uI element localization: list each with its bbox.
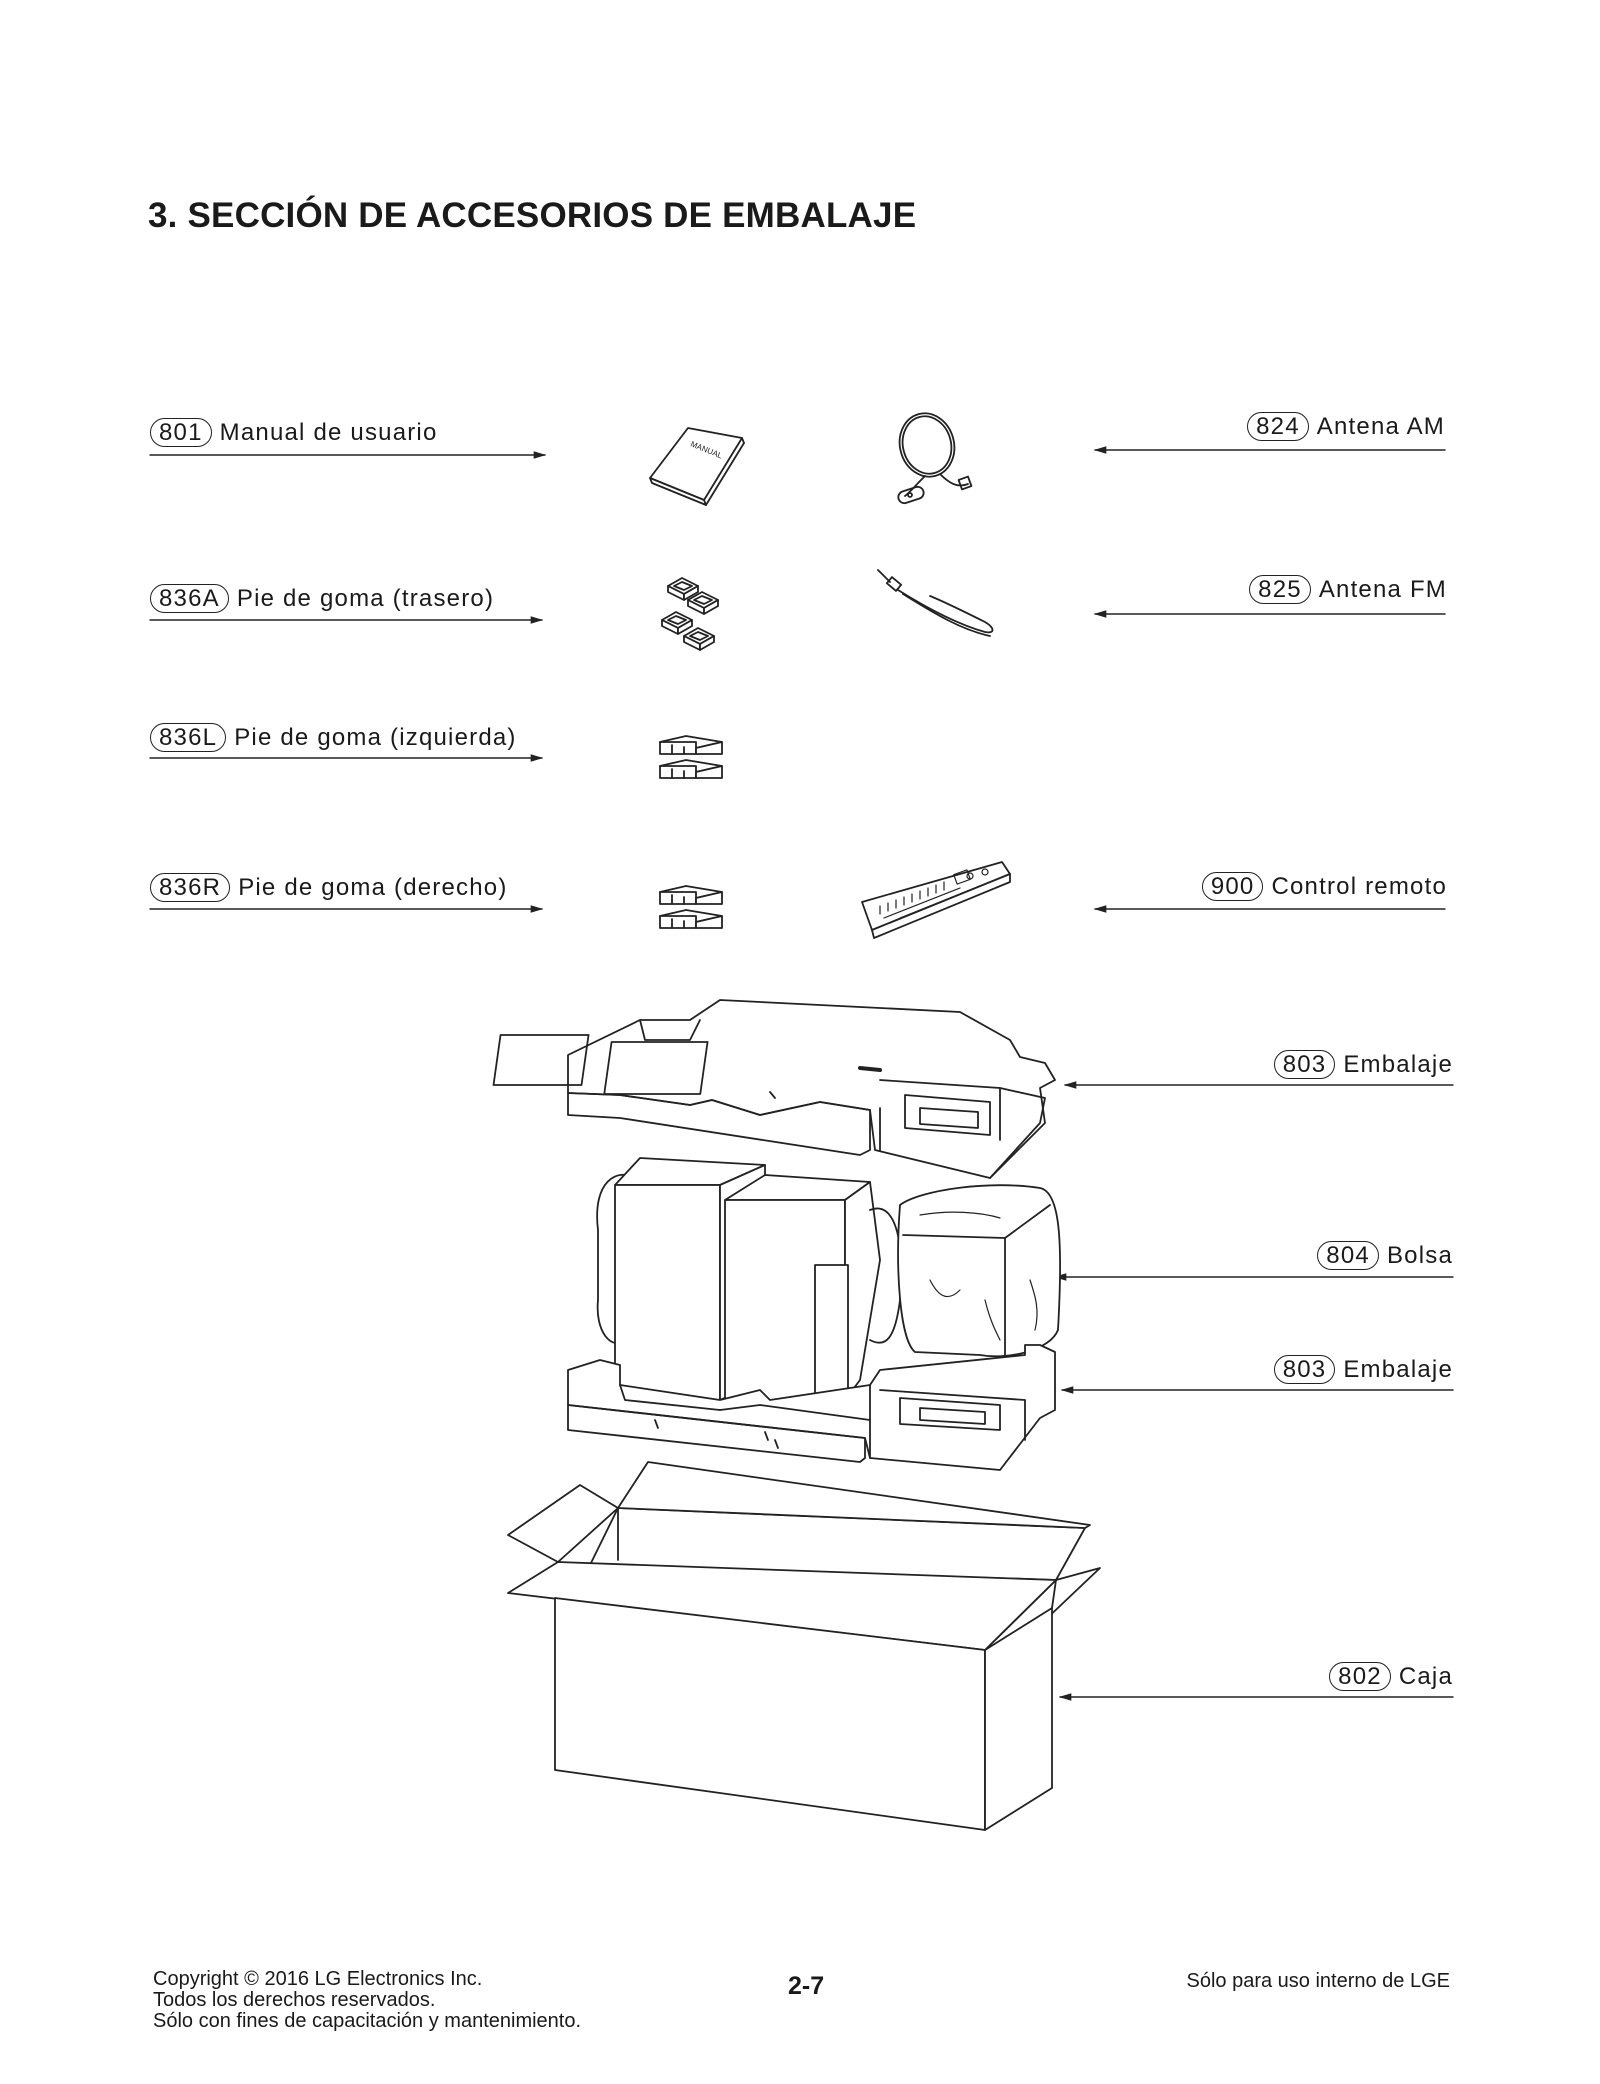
part-label: Control remoto: [1271, 873, 1447, 900]
part-label: Embalaje: [1343, 1356, 1453, 1383]
part-label: Bolsa: [1386, 1242, 1453, 1269]
leader-lines-right: [1053, 446, 1454, 1701]
part-label: Embalaje: [1343, 1051, 1453, 1078]
carton-box: [507, 1461, 1101, 1831]
page-title: 3. SECCIÓN DE ACCESORIOS DE EMBALAJE: [148, 196, 917, 235]
footer-copyright: Copyright © 2016 LG Electronics Inc.: [153, 1968, 483, 1990]
user-manual-booklet: MANUAL: [649, 427, 745, 506]
callout-825: 825 Antena FM: [1249, 575, 1447, 605]
page-number: 2-7: [788, 1972, 825, 2000]
packing-top: [492, 999, 1056, 1179]
callout-801: 801 Manual de usuario: [150, 418, 438, 448]
rubber-feet-right: [659, 885, 723, 929]
callout-836r: 836R Pie de goma (derecho): [150, 873, 508, 903]
part-number-badge: 824: [1247, 412, 1309, 441]
rubber-feet-left: [659, 735, 723, 779]
footer-rights: Todos los derechos reservados.: [153, 1989, 436, 2011]
part-label: Pie de goma (izquierda): [234, 724, 517, 751]
callout-836l: 836L Pie de goma (izquierda): [150, 723, 517, 753]
part-number-badge: 900: [1201, 872, 1264, 901]
part-label: Manual de usuario: [219, 419, 438, 446]
callout-803-bottom: 803 Embalaje: [1273, 1355, 1453, 1385]
callout-836a: 836A Pie de goma (trasero): [150, 584, 494, 614]
part-label: Antena AM: [1316, 413, 1445, 440]
callout-802: 802 Caja: [1329, 1662, 1453, 1692]
footer-internal-use: Sólo para uso interno de LGE: [1186, 1970, 1450, 1992]
part-number-badge: 836A: [150, 584, 229, 613]
part-number-badge: 825: [1249, 575, 1311, 604]
remote-control: [861, 861, 1011, 939]
rubber-feet-rear: [661, 577, 719, 651]
am-antenna: [897, 412, 973, 505]
part-number-badge: 802: [1329, 1662, 1391, 1691]
footer-purpose: Sólo con fines de capacitación y manteni…: [153, 2010, 582, 2032]
fm-antenna: [877, 569, 994, 637]
callout-803-top: 803 Embalaje: [1273, 1050, 1453, 1080]
part-number-badge: 801: [150, 418, 212, 447]
speakers-and-main-unit: [596, 1157, 1061, 1401]
part-number-badge: 836R: [150, 873, 231, 902]
callout-900: 900 Control remoto: [1201, 872, 1447, 902]
part-label: Antena FM: [1318, 576, 1447, 603]
callout-804: 804 Bolsa: [1317, 1241, 1453, 1271]
part-number-badge: 803: [1273, 1050, 1336, 1079]
part-label: Pie de goma (derecho): [238, 874, 508, 901]
part-label: Pie de goma (trasero): [236, 585, 495, 612]
callout-824: 824 Antena AM: [1247, 412, 1445, 442]
leader-lines-left: [149, 451, 547, 913]
part-number-badge: 804: [1317, 1241, 1379, 1270]
part-number-badge: 836L: [150, 723, 227, 752]
part-label: Caja: [1398, 1663, 1453, 1690]
part-number-badge: 803: [1273, 1355, 1336, 1384]
packing-bottom: [567, 1344, 1056, 1471]
